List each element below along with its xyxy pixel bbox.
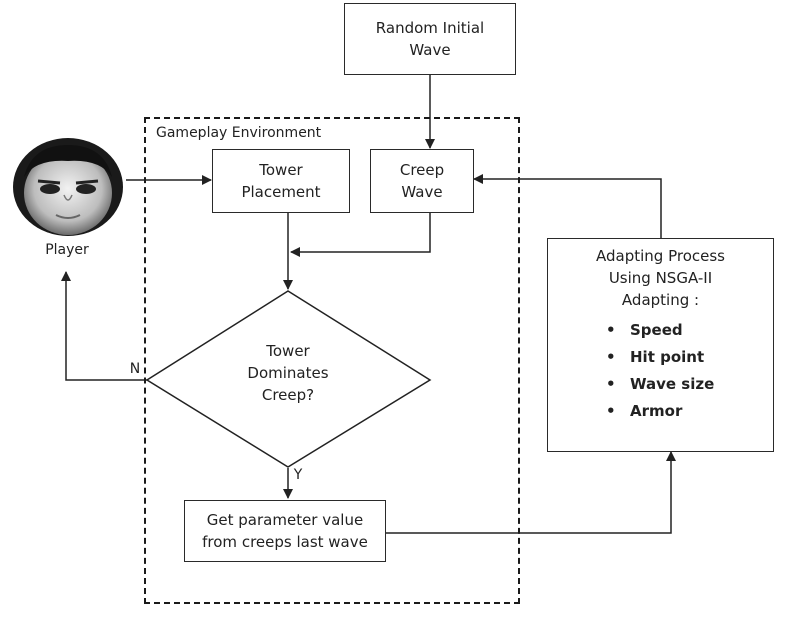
get-parameter-box: Get parameter value from creeps last wav… — [184, 500, 386, 562]
decision-line1: Tower — [266, 342, 310, 360]
get-param-line2: from creeps last wave — [202, 533, 368, 551]
get-param-line1: Get parameter value — [206, 511, 364, 529]
adapting-line1: Adapting Process — [596, 247, 725, 265]
decision-diamond — [145, 290, 432, 468]
player-avatar-icon — [13, 138, 123, 236]
adapting-item: Armor — [606, 398, 714, 425]
tower-placement-line1: Tower — [259, 161, 303, 179]
decision-line2: Dominates — [247, 364, 329, 382]
no-branch-label: N — [129, 361, 141, 377]
arrow-creep-merge — [290, 213, 431, 257]
adapting-item: Hit point — [606, 344, 714, 371]
random-wave-line1: Random Initial — [375, 19, 485, 37]
gameplay-environment-label: Gameplay Environment — [156, 125, 322, 141]
adapting-process-box: Adapting Process Using NSGA-II Adapting … — [547, 238, 774, 452]
creep-wave-line2: Wave — [401, 183, 443, 201]
arrow-param-to-adapt — [386, 451, 676, 534]
arrow-adapt-to-creep — [473, 174, 662, 238]
creep-wave-line1: Creep — [399, 161, 445, 179]
random-wave-line2: Wave — [409, 41, 451, 59]
adapting-line3: Adapting : — [621, 291, 700, 309]
random-initial-wave-box: Random Initial Wave — [344, 3, 516, 75]
decision-text: Tower Dominates Creep? — [218, 340, 358, 406]
yes-branch-label: Y — [293, 467, 303, 483]
player-label: Player — [45, 242, 89, 258]
adapting-line2: Using NSGA-II — [608, 269, 713, 287]
tower-placement-line2: Placement — [241, 183, 321, 201]
adapting-item: Wave size — [606, 371, 714, 398]
gameplay-environment-boundary — [144, 117, 520, 604]
tower-placement-box: Tower Placement — [212, 149, 350, 213]
adapting-item: Speed — [606, 317, 714, 344]
decision-line3: Creep? — [261, 386, 315, 404]
adapting-parameters-list: Speed Hit point Wave size Armor — [606, 317, 714, 425]
arrow-no-to-player — [61, 271, 147, 381]
creep-wave-box: Creep Wave — [370, 149, 474, 213]
